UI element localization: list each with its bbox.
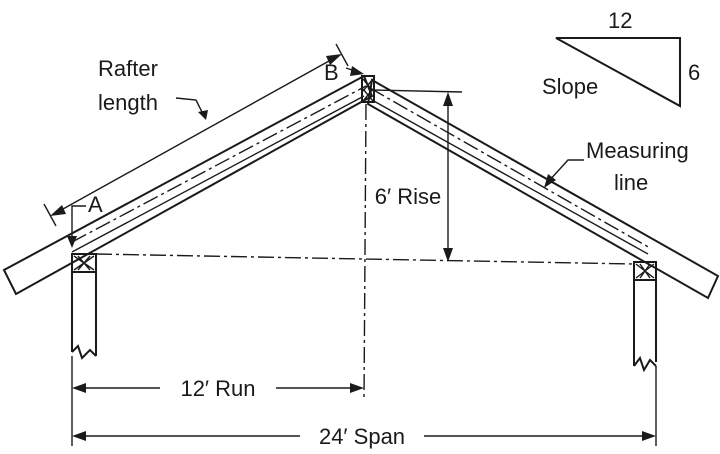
slope-vertical-value: 6 xyxy=(688,60,700,85)
right-wall-stud xyxy=(633,261,657,373)
slope-label: Slope xyxy=(542,74,598,99)
rafter-length-dimension xyxy=(43,43,349,227)
rafter-length-leader xyxy=(175,97,205,117)
measuring-line-leader xyxy=(547,159,584,183)
point-a-leader xyxy=(71,205,86,244)
rafter-length-label-line2: length xyxy=(98,90,158,115)
ridge-board xyxy=(361,75,375,103)
left-measuring-line xyxy=(71,85,367,243)
left-rafter xyxy=(2,74,374,296)
rise-dimension xyxy=(373,89,463,262)
point-a-label: A xyxy=(88,192,103,217)
span-label: 24′ Span xyxy=(319,424,405,449)
run-label: 12′ Run xyxy=(180,376,255,401)
point-b-label: B xyxy=(324,60,339,85)
measuring-line-label-line2: line xyxy=(614,170,648,195)
measuring-line-label-line1: Measuring xyxy=(586,138,689,163)
slope-triangle xyxy=(555,37,681,108)
span-dimension xyxy=(71,366,657,446)
ridge-centerline xyxy=(363,103,367,401)
rise-label: 6′ Rise xyxy=(375,184,441,209)
left-wall-stud xyxy=(71,253,97,360)
run-dimension xyxy=(71,356,364,400)
plate-line xyxy=(95,253,635,265)
slope-horizontal-value: 12 xyxy=(608,8,632,33)
rafter-length-label-line1: Rafter xyxy=(98,56,158,81)
right-measuring-line xyxy=(369,87,651,249)
